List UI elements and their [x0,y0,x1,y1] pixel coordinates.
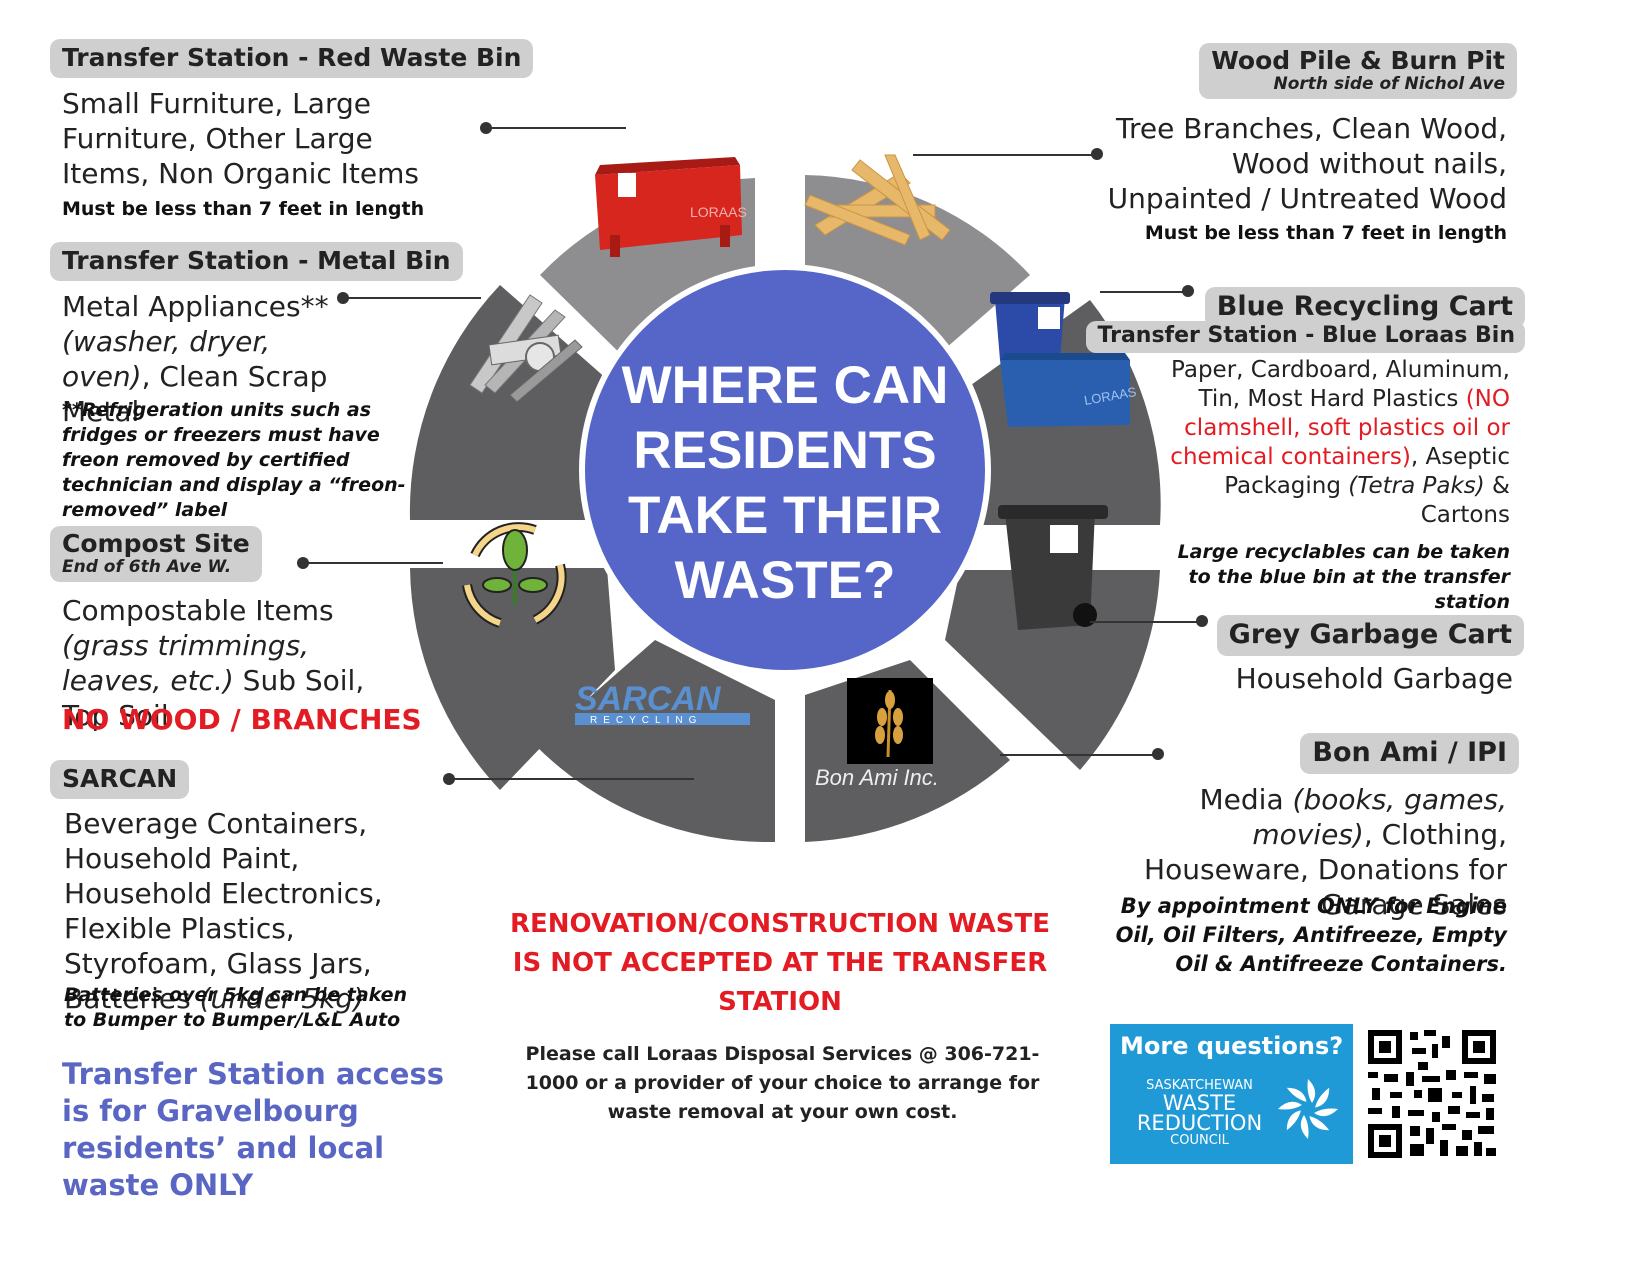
blue-items-b: , Aseptic Packaging [1224,444,1510,499]
connector-dot [1152,748,1164,760]
sarcan-items-b: (under 5kg) [199,982,365,1015]
bonami-items-c: , Clothing, Houseware, Donations for Gar… [1144,818,1507,921]
access-note: Transfer Station access is for Gravelbou… [62,1057,444,1202]
connector-dot [1196,615,1208,627]
segment-grey [945,570,1160,770]
blue-items-c: (Tetra Paks) [1348,473,1485,499]
blue-note: Large recyclables can be taken to the bl… [1177,541,1510,613]
compost-warning: NO WOOD / BRANCHES [62,703,422,736]
wood-items: Tree Branches, Clean Wood, Wood without … [1107,112,1507,215]
metal-bin-items: Metal Appliances** (washer, dryer, oven)… [62,289,362,429]
waste-wheel: LORAAS LORAAS [409,154,1161,843]
red-bin-items: Small Furniture, Large Furniture, Other … [62,87,419,190]
bonami-logo: Bon Ami Inc. [815,678,939,790]
blue-items-red: (NO clamshell, soft plastics oil or chem… [1170,386,1510,470]
center-line-1: WHERE CAN [622,356,949,415]
swrc-org-4: COUNCIL [1170,1133,1229,1148]
blue-items: Paper, Cardboard, Aluminum, Tin, Most Ha… [1160,356,1510,530]
connector-line [486,127,626,129]
blue-items-a: Paper, Cardboard, Aluminum, Tin, Most Ha… [1171,357,1510,412]
compost-subtitle: End of 6th Ave W. [62,557,232,577]
blue-title-2: Transfer Station - Blue Loraas Bin [1085,321,1525,353]
red-bin-title: Transfer Station - Red Waste Bin [50,39,534,78]
bonami-items-a: Media [1199,783,1293,816]
connector-line [343,297,481,299]
sarcan-logo-sub: RECYCLING [590,715,702,726]
sarcan-note: Batteries over 5kg can be taken to Bumpe… [64,984,408,1031]
segment-sarcan [535,640,775,843]
segment-metal [409,285,625,520]
compost-items-c: Sub Soil, Top Soil [62,664,365,732]
swrc-swirl-icon [1278,1079,1338,1139]
compost-items: Compostable Items (grass trimmings, leav… [62,593,392,733]
grey-title: Grey Garbage Cart [1216,615,1524,656]
swrc-box: More questions? SASKATCHEWAN WASTE REDUC… [1110,1024,1353,1164]
metal-bin-note: **Refrigeration units such as fridges or… [62,399,406,521]
wood-subtitle: North side of Nichol Ave [1273,74,1506,94]
swrc-org-3: REDUCTION [1136,1111,1263,1135]
metal-bin-title: Transfer Station - Metal Bin [50,242,463,281]
center-line-2: RESIDENTS [633,421,936,480]
compost-icon [462,522,567,628]
connector-line [913,154,1098,156]
segment-compost [410,568,615,790]
swrc-logo-text: SASKATCHEWAN WASTE REDUCTION COUNCIL [1132,1078,1267,1148]
blue-cart-image: LORAAS [990,292,1138,427]
wood-title: Wood Pile & Burn Pit [1211,46,1505,75]
compost-title: Compost Site [62,529,250,558]
metal-bin-items-b: (washer, dryer, oven) [62,325,271,393]
connector-line [449,778,694,780]
wood-title-tag: Wood Pile & Burn Pit North side of Nicho… [1199,43,1517,99]
swrc-org-2: WASTE [1162,1091,1237,1115]
metal-bin-items-c: , Clean Scrap Metal [62,360,328,428]
connector-line [1090,621,1202,623]
bonami-items: Media (books, games, movies), Clothing, … [1107,782,1507,922]
red-bin-image-text: LORAAS [690,204,747,220]
blue-items-d: & Cartons [1420,473,1510,528]
connector-line [303,562,443,564]
renovation-warning: RENOVATION/CONSTRUCTION WASTE IS NOT ACC… [510,909,1050,1017]
bonami-logo-text: Bon Ami Inc. [815,765,939,790]
bonami-items-b: (books, games, movies) [1252,783,1507,851]
grey-cart-image [998,505,1108,630]
compost-items-b: (grass trimmings, leaves, etc.) [62,629,310,697]
wood-planks-image [804,154,951,246]
connector-line [1000,754,1158,756]
compost-title-tag: Compost Site End of 6th Ave W. [50,526,262,582]
wood-note: Must be less than 7 feet in length [1144,222,1507,244]
compost-items-a: Compostable Items [62,594,334,627]
sarcan-logo-main: SARCAN [575,680,722,718]
swrc-org-1: SASKATCHEWAN [1146,1078,1253,1093]
sarcan-items-a: Beverage Containers, Household Paint, Ho… [64,807,383,1015]
metal-pipes-image [469,294,583,403]
call-note: Please call Loraas Disposal Services @ 3… [525,1043,1040,1123]
sarcan-title: SARCAN [50,760,190,799]
connector-dot [1182,285,1194,297]
bonami-note: By appointment ONLY for Engine Oil, Oil … [1115,894,1507,976]
connector-line [1100,291,1188,293]
grey-items: Household Garbage [1235,662,1513,695]
metal-bin-items-a: Metal Appliances** [62,290,329,323]
center-line-3: TAKE THEIR [628,486,942,545]
qr-code-icon[interactable] [1366,1028,1498,1160]
center-circle [579,264,991,676]
red-bin-note: Must be less than 7 feet in length [62,198,425,220]
center-line-4: WASTE? [675,551,896,610]
sarcan-items: Beverage Containers, Household Paint, Ho… [64,806,449,1016]
questions-heading: More questions? [1120,1032,1344,1060]
connector-dot [1091,148,1103,160]
bonami-title: Bon Ami / IPI [1300,733,1519,774]
red-bin-image: LORAAS [595,157,747,257]
sarcan-logo: SARCAN RECYCLING [575,680,750,726]
